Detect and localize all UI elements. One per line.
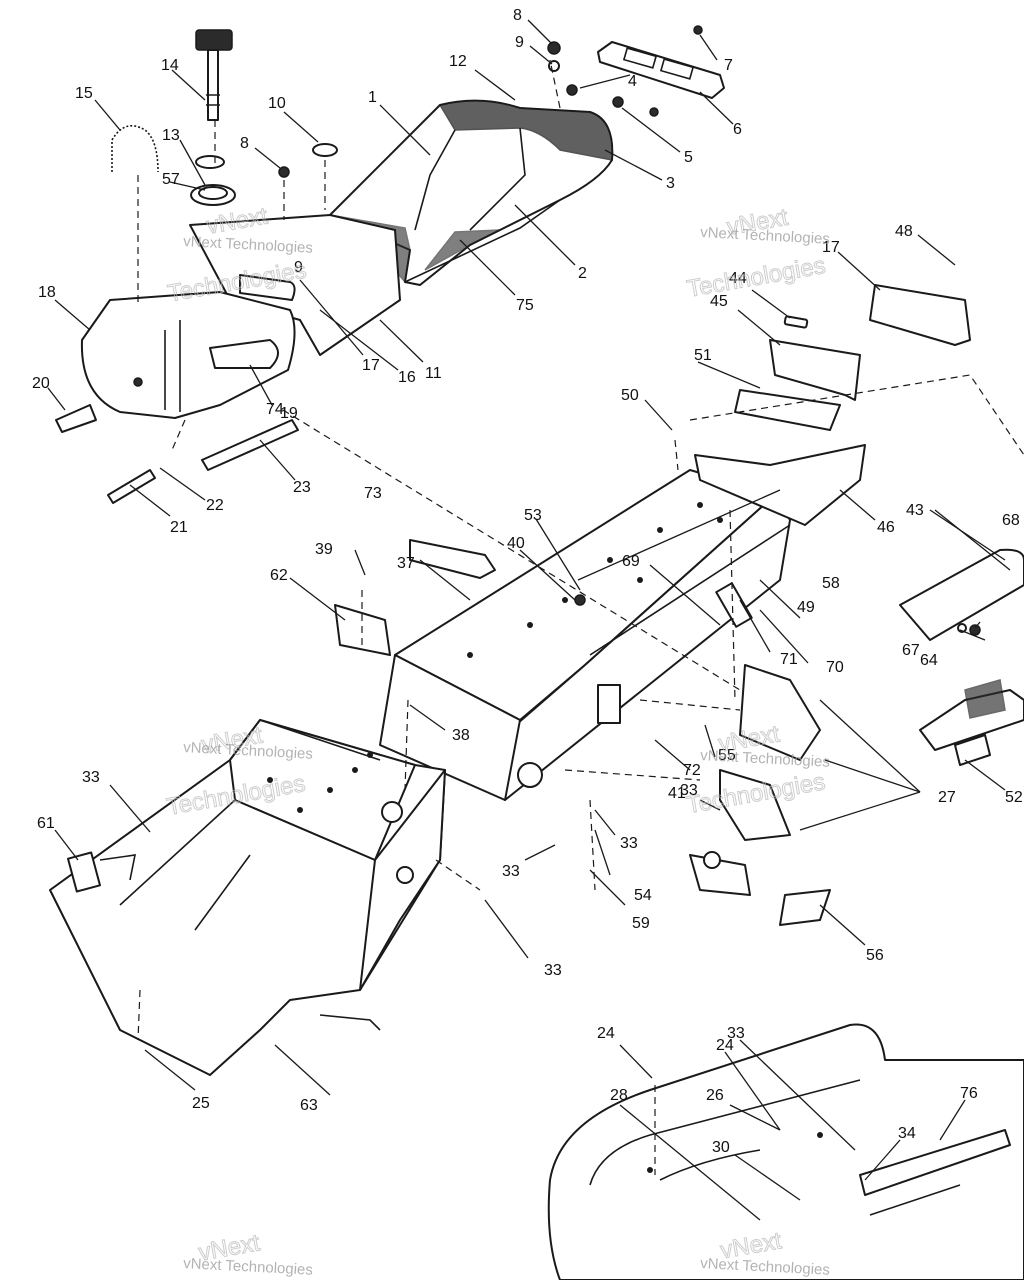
callout-12: 12 bbox=[449, 53, 467, 70]
rear-bumper-brackets bbox=[689, 284, 1024, 526]
callout-40: 40 bbox=[507, 535, 525, 552]
callout-24-right: 24 bbox=[716, 1037, 734, 1054]
callout-15: 15 bbox=[75, 85, 93, 102]
callout-44: 44 bbox=[729, 270, 747, 287]
callout-69: 69 bbox=[622, 553, 640, 570]
callout-21: 21 bbox=[170, 519, 188, 536]
callout-46: 46 bbox=[877, 519, 895, 536]
front-frame bbox=[49, 719, 446, 1076]
callout-34: 34 bbox=[898, 1125, 916, 1142]
callout-48: 48 bbox=[895, 223, 913, 240]
callout-71: 71 bbox=[780, 651, 798, 668]
callout-52: 52 bbox=[1005, 789, 1023, 806]
watermark-company: vNext Technologies bbox=[700, 747, 831, 771]
callout-59: 59 bbox=[632, 915, 650, 932]
hood bbox=[547, 1023, 1024, 1280]
callout-53: 53 bbox=[524, 507, 542, 524]
callout-38: 38 bbox=[452, 727, 470, 744]
callout-labels: 1 2 3 4 5 6 7 8 8 9 9 10 11 12 13 14 15 … bbox=[32, 7, 1023, 1156]
watermark-brand-bottom: Technologies bbox=[685, 252, 828, 303]
rear-bumper bbox=[899, 548, 1024, 766]
callout-19: 19 bbox=[280, 405, 298, 422]
callout-55: 55 bbox=[718, 747, 736, 764]
callout-8-left: 8 bbox=[240, 135, 249, 152]
watermark-company: vNext Technologies bbox=[183, 739, 314, 763]
seat-hardware bbox=[195, 25, 703, 178]
callout-61: 61 bbox=[37, 815, 55, 832]
callout-70: 70 bbox=[826, 659, 844, 676]
fuel-cap-assembly bbox=[111, 29, 236, 206]
callout-43: 43 bbox=[906, 502, 924, 519]
callout-57: 57 bbox=[162, 171, 180, 188]
fuel-tank-carrier bbox=[189, 214, 401, 356]
suspension-brackets bbox=[689, 664, 831, 926]
callout-17-left: 17 bbox=[362, 357, 380, 374]
watermark-company: vNext Technologies bbox=[700, 1255, 831, 1279]
callout-11: 11 bbox=[425, 365, 442, 382]
callout-1: 1 bbox=[368, 89, 377, 106]
fuel-tank bbox=[55, 291, 296, 451]
callout-7: 7 bbox=[724, 57, 733, 74]
callout-58: 58 bbox=[822, 575, 840, 592]
callout-27: 27 bbox=[938, 789, 956, 806]
callout-51: 51 bbox=[694, 347, 712, 364]
callout-33-hood: 33 bbox=[727, 1025, 745, 1042]
callout-24-left: 24 bbox=[597, 1025, 615, 1042]
bulkhead-brackets bbox=[334, 539, 496, 656]
leader-lines bbox=[47, 19, 1011, 1221]
callout-54: 54 bbox=[634, 887, 652, 904]
callout-76: 76 bbox=[960, 1085, 978, 1102]
callout-68: 68 bbox=[1002, 512, 1020, 529]
seat-bracket bbox=[597, 41, 725, 99]
callout-39: 39 bbox=[315, 541, 333, 558]
callout-62: 62 bbox=[270, 567, 288, 584]
callout-33-rear: 33 bbox=[680, 782, 698, 799]
callout-6: 6 bbox=[733, 121, 742, 138]
callout-17-right: 17 bbox=[822, 239, 840, 256]
callout-9-top: 9 bbox=[515, 34, 524, 51]
callout-22: 22 bbox=[206, 497, 224, 514]
callout-4: 4 bbox=[628, 73, 637, 90]
callout-5: 5 bbox=[684, 149, 693, 166]
callout-25: 25 bbox=[192, 1095, 210, 1112]
callout-72: 72 bbox=[683, 762, 701, 779]
callout-2: 2 bbox=[578, 265, 587, 282]
callout-37: 37 bbox=[397, 555, 415, 572]
callout-64: 64 bbox=[920, 652, 938, 669]
callout-18: 18 bbox=[38, 284, 56, 301]
callout-33-frame: 33 bbox=[82, 769, 100, 786]
watermark-company: vNext Technologies bbox=[700, 224, 831, 248]
callout-8-top: 8 bbox=[513, 7, 522, 24]
callout-73: 73 bbox=[364, 485, 382, 502]
callout-13: 13 bbox=[162, 127, 180, 144]
callout-33-lower: 33 bbox=[544, 962, 562, 979]
callout-30: 30 bbox=[712, 1139, 730, 1156]
callout-56: 56 bbox=[866, 947, 884, 964]
callout-28: 28 bbox=[610, 1087, 628, 1104]
callout-41: 41 bbox=[668, 785, 686, 802]
callout-23: 23 bbox=[293, 479, 311, 496]
callout-14: 14 bbox=[161, 57, 179, 74]
callout-10: 10 bbox=[268, 95, 286, 112]
callout-20: 20 bbox=[32, 375, 50, 392]
callout-3: 3 bbox=[666, 175, 675, 192]
watermark-company: vNext Technologies bbox=[183, 233, 314, 257]
callout-75: 75 bbox=[516, 297, 534, 314]
callout-67: 67 bbox=[902, 642, 920, 659]
callout-74: 74 bbox=[266, 401, 284, 418]
callout-33-tunnel-left: 33 bbox=[502, 863, 520, 880]
callout-45: 45 bbox=[710, 293, 728, 310]
callout-63: 63 bbox=[300, 1097, 318, 1114]
watermark-company: vNext Technologies bbox=[183, 1255, 314, 1279]
callout-49: 49 bbox=[797, 599, 815, 616]
callout-26: 26 bbox=[706, 1087, 724, 1104]
callout-9-tank: 9 bbox=[294, 259, 303, 276]
callout-16: 16 bbox=[398, 369, 416, 386]
callout-33-tunnel-mid: 33 bbox=[620, 835, 638, 852]
callout-50: 50 bbox=[621, 387, 639, 404]
assembly-lines bbox=[137, 59, 741, 1175]
